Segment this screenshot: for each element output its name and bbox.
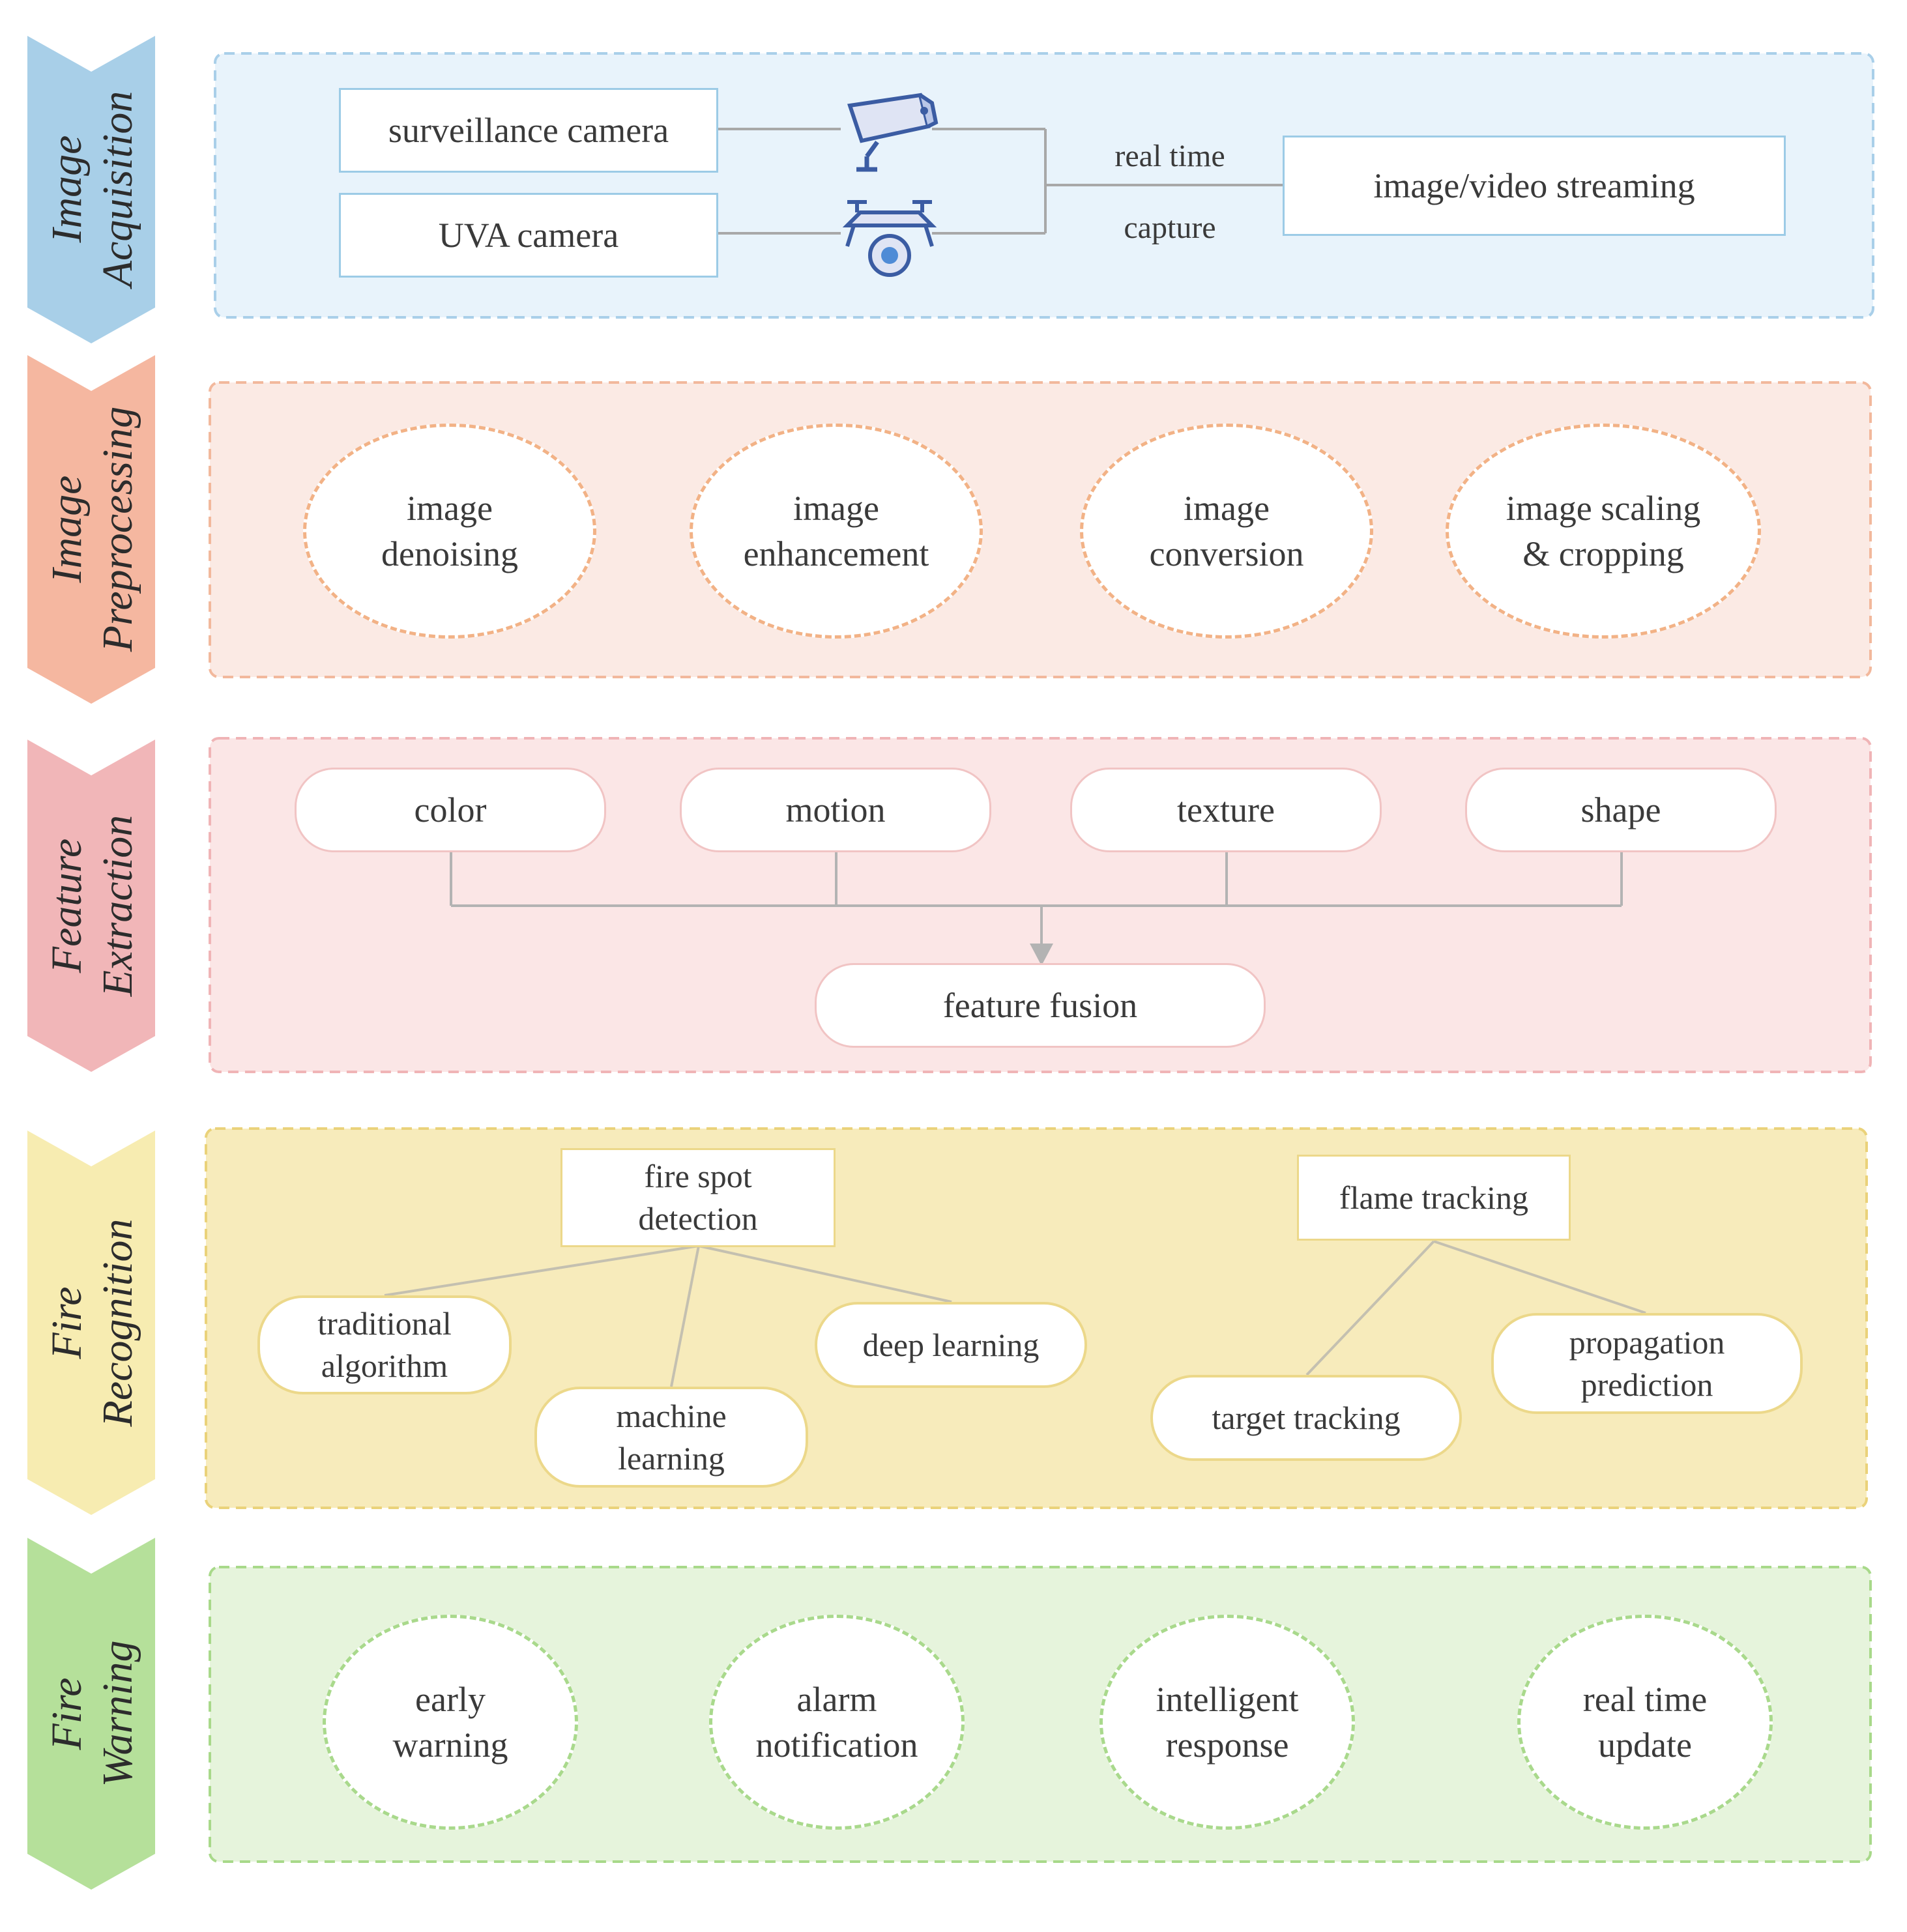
stage-chevron-fire-recognition [27,1131,155,1515]
stage-chevron-acquisition [27,36,155,343]
stage-chevron-preprocessing [27,355,155,704]
traditional-algorithm-node: traditional algorithm [257,1295,512,1394]
image-enhancement-ellipse: image enhancement [690,424,983,639]
panel-image-preprocessing [209,381,1872,678]
feature-motion: motion [680,768,991,852]
surveillance-camera-icon [847,93,939,172]
feature-shape: shape [1465,768,1777,852]
feature-connectors [450,850,1623,945]
intelligent-response-ellipse: intelligent response [1099,1615,1355,1830]
feature-texture: texture [1070,768,1382,852]
deep-learning-node: deep learning [815,1302,1087,1388]
feature-fusion: feature fusion [815,963,1266,1048]
panel-fire-warning [209,1566,1872,1863]
stage-chevron-fire-warning [27,1538,155,1890]
early-warning-ellipse: early warning [323,1615,578,1830]
feature-fusion-arrowhead [1030,944,1053,966]
target-tracking-node: target tracking [1150,1375,1462,1461]
stage-label-image-acquisition: Image Acquisition [43,91,141,287]
stage-chevron-feature-extraction [27,740,155,1072]
surveillance-camera-box: surveillance camera [339,88,718,173]
drone-camera-icon [842,200,937,277]
real-time-update-ellipse: real time update [1517,1615,1773,1830]
acquisition-connectors [717,128,1283,235]
stage-label-feature-extraction: Feature Extraction [43,815,141,997]
feature-color: color [295,768,606,852]
stage-label-fire-warning: Fire Warning [43,1640,141,1787]
machine-learning-node: machine learning [534,1387,808,1488]
image-denoising-ellipse: image denoising [303,424,596,639]
flame-tracking-box: flame tracking [1297,1155,1571,1241]
real-time-label: real time [1114,139,1225,173]
image-video-streaming-box: image/video streaming [1283,136,1786,236]
stage-label-image-preprocessing: Image Preprocessing [43,406,141,652]
propagation-prediction-node: propagation prediction [1491,1313,1803,1414]
image-scaling-cropping-ellipse: image scaling & cropping [1446,424,1761,639]
alarm-notification-ellipse: alarm notification [709,1615,965,1830]
image-conversion-ellipse: image conversion [1080,424,1373,639]
stage-label-fire-recognition: Fire Recognition [43,1218,141,1427]
fire-spot-detection-box: fire spot detection [560,1148,836,1247]
recognition-connectors [384,1240,1646,1387]
capture-label: capture [1124,210,1216,245]
uva-camera-box: UVA camera [339,193,718,278]
